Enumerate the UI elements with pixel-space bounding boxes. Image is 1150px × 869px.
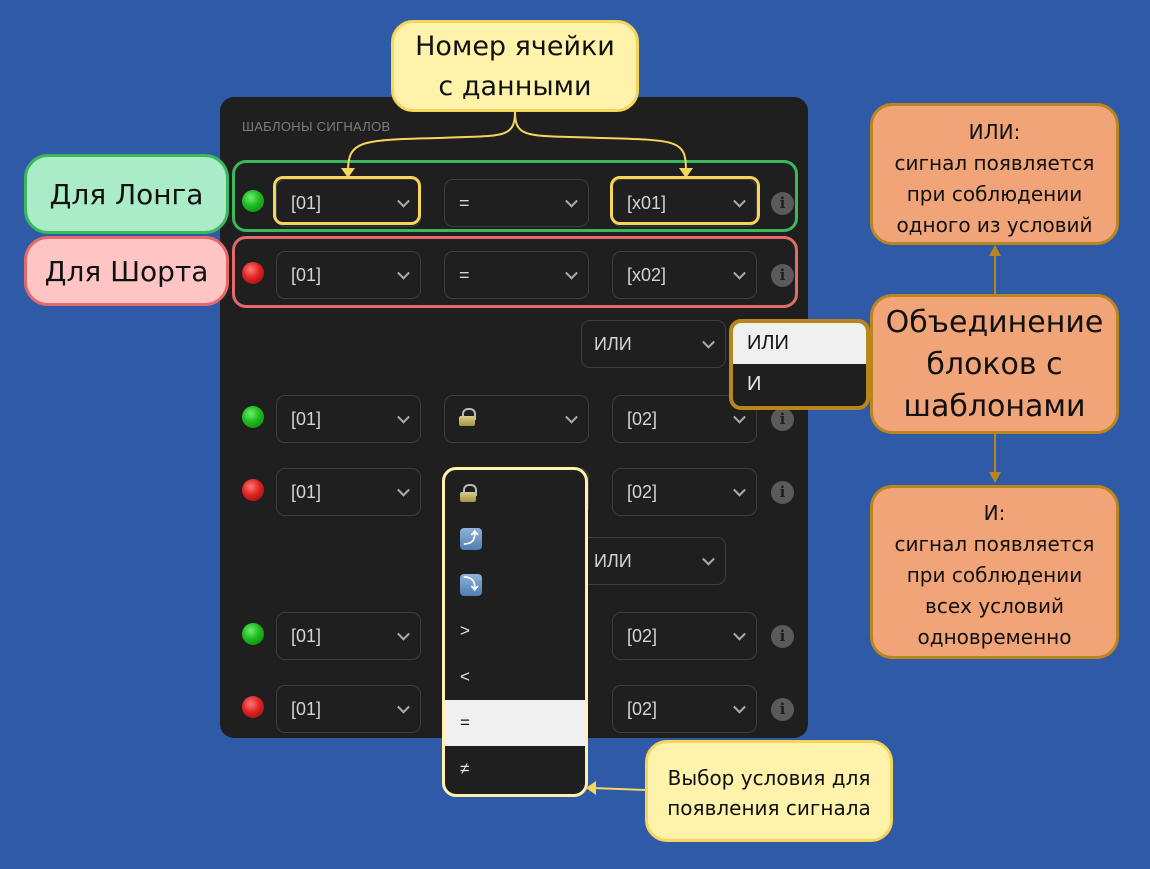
chevron-down-icon xyxy=(702,335,715,349)
panel-title: ШАБЛОНЫ СИГНАЛОВ xyxy=(242,119,391,134)
cross-up-icon: ⤴ xyxy=(460,528,482,550)
value-select[interactable]: [02] xyxy=(612,395,757,443)
menu-item-lock[interactable] xyxy=(445,470,585,516)
green-dot-icon xyxy=(242,406,264,428)
red-dot-icon xyxy=(242,696,264,718)
combine-select[interactable]: ИЛИ xyxy=(581,537,726,585)
template-row-long: [01] [02] i xyxy=(220,391,808,443)
template-row-long: [01] [02] i xyxy=(220,608,808,660)
template-row-short: [01] = [x02] i xyxy=(220,247,808,299)
cross-down-icon: ⤵ xyxy=(460,574,482,596)
cell-select[interactable]: [01] xyxy=(276,395,421,443)
condition-select[interactable]: = xyxy=(444,179,589,227)
menu-item-and[interactable]: И xyxy=(747,373,762,395)
for-long-label: Для Лонга xyxy=(24,154,229,234)
join-dropdown-menu: ИЛИ И xyxy=(729,319,870,410)
and-explanation-callout: И: сигнал появляется при соблюдении всех… xyxy=(870,485,1119,659)
info-icon[interactable]: i xyxy=(771,192,794,215)
value-select[interactable]: [02] xyxy=(612,468,757,516)
condition-select[interactable] xyxy=(444,395,589,443)
value-select[interactable]: [02] xyxy=(612,685,757,733)
or-explanation-callout: ИЛИ: сигнал появляется при соблюдении од… xyxy=(870,103,1119,245)
red-dot-icon xyxy=(242,262,264,284)
menu-item-not-equal[interactable]: ≠ xyxy=(460,759,470,778)
info-icon[interactable]: i xyxy=(771,481,794,504)
cell-number-callout: Номер ячейки с данными xyxy=(391,20,639,112)
info-icon[interactable]: i xyxy=(771,264,794,287)
lock-icon xyxy=(459,407,476,426)
chevron-down-icon xyxy=(702,552,715,566)
menu-item-equal[interactable]: = xyxy=(445,700,585,746)
menu-item-cross-down[interactable]: ⤵ xyxy=(445,562,585,608)
value-highlight xyxy=(610,176,760,225)
condition-callout: Выбор условия для появления сигнала xyxy=(645,740,893,842)
value-select[interactable]: [x02] xyxy=(612,251,757,299)
menu-item-greater[interactable]: > xyxy=(460,621,470,640)
green-dot-icon xyxy=(242,623,264,645)
green-dot-icon xyxy=(242,190,264,212)
cell-select[interactable]: [01] xyxy=(276,685,421,733)
combine-select[interactable]: ИЛИ xyxy=(581,320,726,368)
cell-select[interactable]: [01] xyxy=(276,612,421,660)
menu-item-or[interactable]: ИЛИ xyxy=(733,323,866,364)
condition-select[interactable]: = xyxy=(444,251,589,299)
info-icon[interactable]: i xyxy=(771,625,794,648)
menu-item-less[interactable]: < xyxy=(460,667,470,686)
for-short-label: Для Шорта xyxy=(24,236,229,306)
condition-dropdown-menu: ⤴ ⤵ > < = ≠ xyxy=(442,467,588,797)
info-icon[interactable]: i xyxy=(771,408,794,431)
cell-select[interactable]: [01] xyxy=(276,251,421,299)
info-icon[interactable]: i xyxy=(771,698,794,721)
template-row-short: [01] [02] i xyxy=(220,681,808,733)
short-group-highlight xyxy=(232,236,798,308)
cell-highlight xyxy=(273,176,421,225)
menu-item-cross-up[interactable]: ⤴ xyxy=(445,516,585,562)
red-dot-icon xyxy=(242,479,264,501)
template-row-long: [01] = [x01] i xyxy=(220,175,808,227)
value-select[interactable]: [02] xyxy=(612,612,757,660)
lock-icon xyxy=(460,484,477,502)
join-blocks-callout: Объединение блоков с шаблонами xyxy=(870,294,1119,434)
cell-select[interactable]: [01] xyxy=(276,468,421,516)
